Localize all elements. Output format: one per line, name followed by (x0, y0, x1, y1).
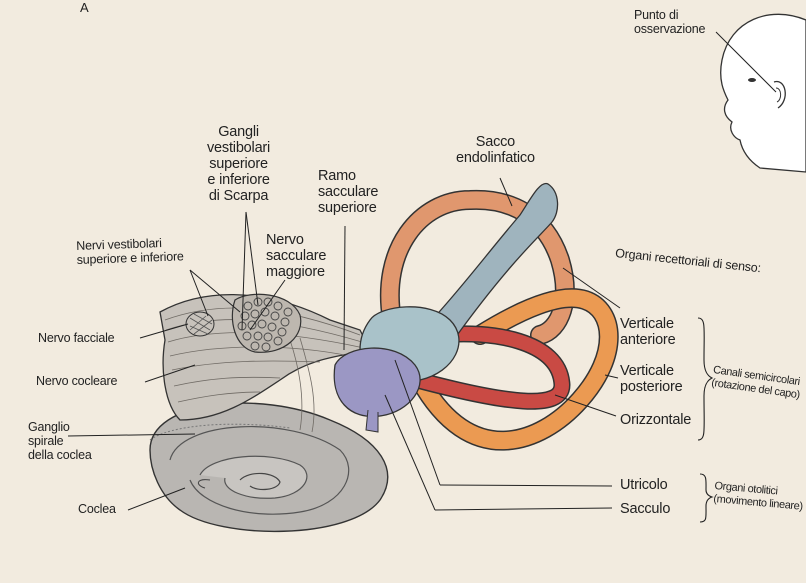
label-sacculo: Sacculo (620, 501, 671, 517)
panel-letter: A (80, 0, 89, 15)
label-ganglio-spirale: Ganglio spirale della coclea (28, 420, 92, 462)
label-verticale-anteriore: Verticale anteriore (620, 316, 676, 348)
leader-lines (67, 177, 621, 511)
label-coclea: Coclea (78, 502, 116, 516)
label-gangli-vestibolari: Gangli vestibolari superiore e inferiore… (207, 124, 271, 204)
semicircular-canals (379, 189, 619, 451)
label-sacco-endolinfatico: Sacco endolinfatico (456, 134, 535, 166)
label-ramo-sacculare: Ramo sacculare superiore (318, 168, 379, 216)
observation-pointer (715, 31, 777, 93)
cochlea (149, 402, 389, 533)
nerve-bundle (159, 293, 371, 433)
label-utricolo: Utricolo (620, 477, 668, 493)
saccule (333, 347, 421, 433)
label-orizzontale: Orizzontale (620, 412, 692, 428)
endolymphatic-sac (428, 182, 559, 339)
label-nervo-cocleare: Nervo cocleare (36, 374, 118, 388)
label-nervi-vestibolari: Nervi vestibolari superiore e inferiore (76, 236, 184, 267)
label-punto-osservazione: Punto di osservazione (634, 8, 706, 36)
label-verticale-posteriore: Verticale posteriore (620, 363, 683, 395)
head-silhouette (720, 13, 806, 173)
label-nervo-facciale: Nervo facciale (38, 331, 115, 345)
label-braces (697, 317, 714, 523)
label-nervo-sacculare: Nervo sacculare maggiore (266, 232, 327, 280)
